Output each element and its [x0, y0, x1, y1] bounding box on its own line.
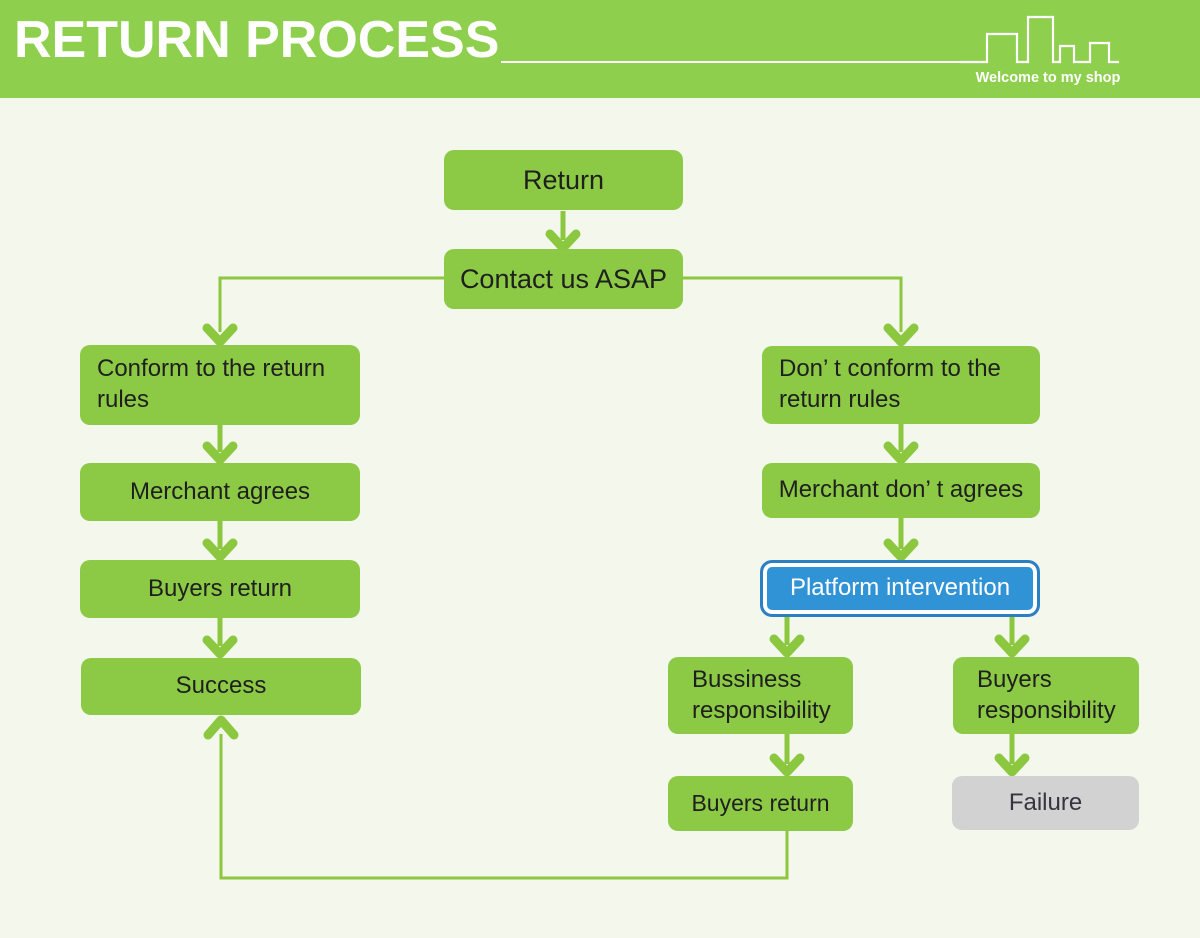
- node-buyers-return-right: Buyers return: [668, 776, 853, 831]
- node-merchant-dont-agrees: Merchant don’ t agrees: [762, 463, 1040, 518]
- node-return: Return: [444, 150, 683, 210]
- node-buyers-return-left: Buyers return: [80, 560, 360, 618]
- page-title: RETURN PROCESS: [14, 11, 500, 69]
- node-merchant-agrees: Merchant agrees: [80, 463, 360, 521]
- node-business-responsibility: Bussiness responsibility: [668, 657, 853, 734]
- header-banner: RETURN PROCESS Welcome to my shop: [0, 0, 1200, 98]
- node-dont-conform-to-rules: Don’ t conform to the return rules: [762, 346, 1040, 424]
- node-buyers-responsibility: Buyers responsibility: [953, 657, 1139, 734]
- node-platform-intervention: Platform intervention: [760, 560, 1040, 617]
- node-contact-us-asap: Contact us ASAP: [444, 249, 683, 309]
- connector-contact-to-right-branch: [683, 276, 903, 332]
- header-tagline: Welcome to my shop: [975, 70, 1121, 86]
- header-divider-line: [501, 61, 962, 63]
- connector-contact-to-left-branch: [218, 276, 444, 332]
- node-conform-to-rules: Conform to the return rules: [80, 345, 360, 425]
- node-success: Success: [81, 658, 361, 715]
- node-failure: Failure: [952, 776, 1139, 830]
